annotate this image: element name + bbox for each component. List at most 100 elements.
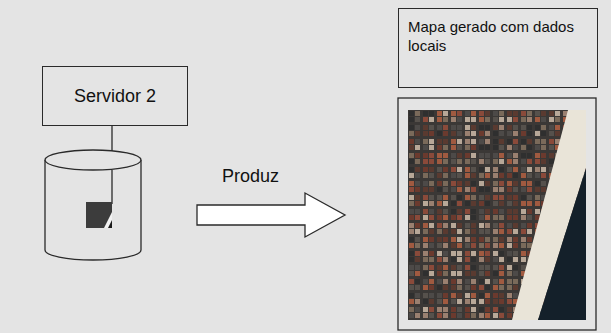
roof-block xyxy=(465,265,470,270)
roof-block xyxy=(521,181,526,186)
roof-block xyxy=(493,223,498,228)
roof-block xyxy=(451,243,456,248)
roof-block xyxy=(457,243,462,248)
roof-block xyxy=(485,153,490,158)
roof-block xyxy=(443,271,448,276)
roof-block xyxy=(415,215,420,220)
roof-block xyxy=(415,299,420,304)
roof-block xyxy=(479,187,484,192)
roof-block xyxy=(507,117,512,122)
roof-block xyxy=(499,285,504,290)
roof-block xyxy=(409,167,414,172)
roof-block xyxy=(437,173,442,178)
roof-block xyxy=(499,237,504,242)
roof-block xyxy=(479,243,484,248)
roof-block xyxy=(409,285,414,290)
roof-block xyxy=(457,271,462,276)
roof-block xyxy=(437,201,442,206)
roof-block xyxy=(471,223,476,228)
roof-block xyxy=(479,299,484,304)
roof-block xyxy=(555,117,560,122)
roof-block xyxy=(409,243,414,248)
roof-block xyxy=(493,285,498,290)
roof-block xyxy=(457,307,462,312)
roof-block xyxy=(493,279,498,284)
roof-block xyxy=(507,229,512,234)
roof-block xyxy=(465,159,470,164)
roof-block xyxy=(471,251,476,256)
roof-block xyxy=(485,293,490,298)
roof-block xyxy=(443,209,448,214)
roof-block xyxy=(499,265,504,270)
roof-block xyxy=(429,279,434,284)
roof-block xyxy=(457,313,462,318)
roof-block xyxy=(527,243,532,248)
roof-block xyxy=(507,153,512,158)
roof-block xyxy=(479,117,484,122)
roof-block xyxy=(465,285,470,290)
roof-block xyxy=(493,265,498,270)
roof-block xyxy=(451,293,456,298)
roof-block xyxy=(443,251,448,256)
roof-block xyxy=(443,187,448,192)
roof-block xyxy=(471,159,476,164)
roof-block xyxy=(409,223,414,228)
roof-block xyxy=(471,285,476,290)
roof-block xyxy=(479,159,484,164)
roof-block xyxy=(541,111,546,116)
roof-block xyxy=(451,251,456,256)
roof-block xyxy=(423,265,428,270)
roof-block xyxy=(499,251,504,256)
roof-block xyxy=(423,173,428,178)
roof-block xyxy=(451,265,456,270)
roof-block xyxy=(479,215,484,220)
roof-block xyxy=(499,159,504,164)
roof-block xyxy=(541,131,546,136)
roof-block xyxy=(415,131,420,136)
roof-block xyxy=(437,271,442,276)
roof-block xyxy=(415,173,420,178)
roof-block xyxy=(479,153,484,158)
roof-block xyxy=(443,229,448,234)
roof-block xyxy=(507,173,512,178)
roof-block xyxy=(513,117,518,122)
arrow-label: Produz xyxy=(222,166,279,187)
roof-block xyxy=(471,139,476,144)
roof-block xyxy=(451,223,456,228)
roof-block xyxy=(451,313,456,318)
roof-block xyxy=(471,125,476,130)
roof-block xyxy=(451,187,456,192)
roof-block xyxy=(423,201,428,206)
roof-block xyxy=(457,265,462,270)
roof-block xyxy=(499,223,504,228)
roof-block xyxy=(437,111,442,116)
roof-block xyxy=(415,195,420,200)
roof-block xyxy=(437,145,442,150)
roof-block xyxy=(423,145,428,150)
roof-block xyxy=(415,139,420,144)
roof-block xyxy=(415,167,420,172)
roof-block xyxy=(485,117,490,122)
roof-block xyxy=(485,145,490,150)
roof-block xyxy=(443,111,448,116)
roof-block xyxy=(443,215,448,220)
roof-block xyxy=(465,229,470,234)
roof-block xyxy=(527,131,532,136)
roof-block xyxy=(451,201,456,206)
roof-block xyxy=(437,139,442,144)
caption-box: Mapa gerado com dados locais xyxy=(398,8,598,88)
roof-block xyxy=(451,111,456,116)
roof-block xyxy=(423,209,428,214)
roof-block xyxy=(465,209,470,214)
roof-block xyxy=(423,307,428,312)
roof-block xyxy=(527,125,532,130)
roof-block xyxy=(485,307,490,312)
roof-block xyxy=(429,293,434,298)
roof-block xyxy=(457,279,462,284)
roof-block xyxy=(423,153,428,158)
roof-block xyxy=(521,251,526,256)
roof-block xyxy=(493,307,498,312)
roof-block xyxy=(493,131,498,136)
roof-block xyxy=(465,131,470,136)
